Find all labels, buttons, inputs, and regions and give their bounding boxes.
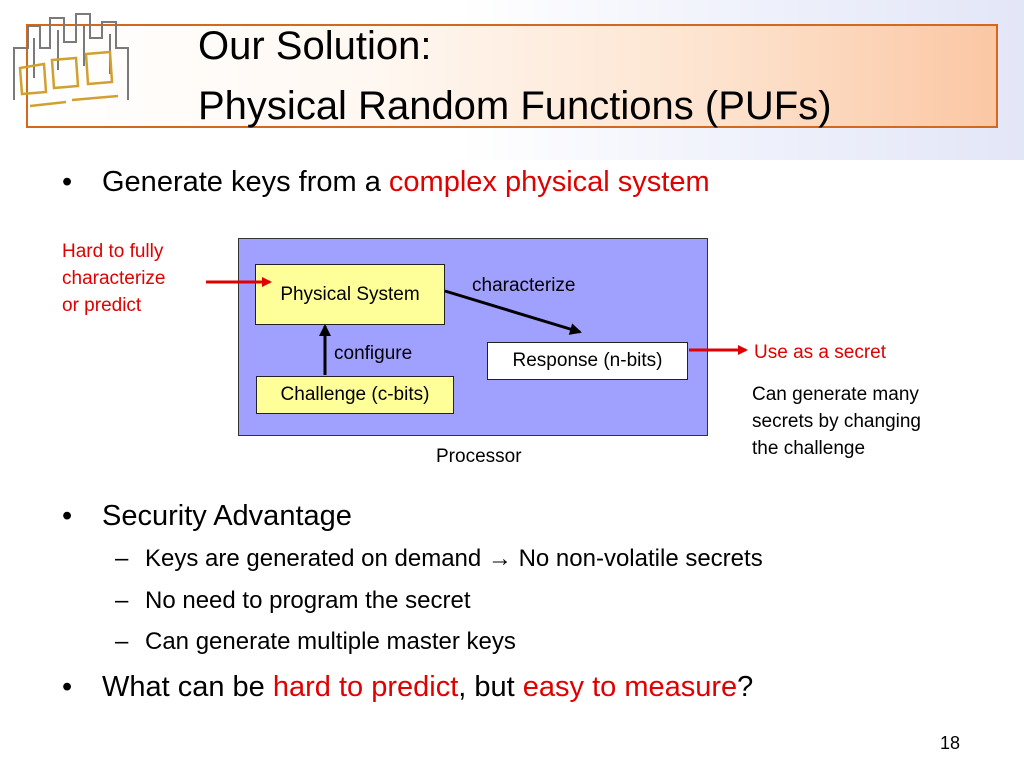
bullet-text: What can be [102,671,273,703]
note-line: or predict [62,295,142,316]
note-line: Hard to fully [62,241,164,262]
note-line: Can generate many [752,384,919,405]
use-as-secret-label: Use as a secret [754,342,886,363]
sub-text: No need to program the secret [145,587,471,614]
bullet-symbol: • [62,500,73,532]
sub-bullet-no-program: – No need to program the secret [115,587,471,615]
characterize-label: characterize [472,275,576,296]
response-box: Response (n-bits) [487,342,688,380]
bullet-text: , but [458,671,523,703]
processor-label: Processor [436,446,522,467]
many-secrets-note: Can generate many secrets by changing th… [752,381,921,462]
note-line: characterize [62,268,166,289]
right-arrow-icon: → [487,545,512,572]
challenge-box: Challenge (c-bits) [256,376,454,414]
city-logo-icon [13,13,129,108]
title-banner [26,24,998,128]
dash-symbol: – [115,587,129,614]
bullet-text: Security Advantage [102,500,352,532]
sub-bullet-on-demand: – Keys are generated on demand → No non-… [115,545,763,573]
bullet-question: • What can be hard to predict, but easy … [62,670,754,704]
page-number: 18 [940,733,961,753]
slide-title-line1: Our Solution: [198,24,432,68]
bullet-security-advantage: • Security Advantage [62,499,352,533]
bullet-generate-keys: • Generate keys from a complex physical … [62,165,710,199]
sub-text: Keys are generated on demand [145,545,488,572]
note-line: secrets by changing [752,411,921,432]
hard-to-predict-note: Hard to fully characterize or predict [62,238,166,319]
physical-system-box: Physical System [255,264,445,325]
bullet-highlight: hard to predict [272,671,459,703]
sub-text: Can generate multiple master keys [145,628,516,655]
bullet-text: Generate keys from a [102,166,389,198]
bullet-highlight: easy to measure [522,671,738,703]
configure-label: configure [334,343,413,364]
bullet-symbol: • [62,671,73,703]
sub-text: No non-volatile secrets [511,545,763,572]
bullet-highlight: complex physical system [388,166,710,198]
bullet-symbol: • [62,166,73,198]
dash-symbol: – [115,545,129,572]
note-line: the challenge [752,438,866,459]
slide-title-line2: Physical Random Functions (PUFs) [198,84,832,128]
characterize-arrow [444,289,582,335]
bullet-text: ? [737,671,754,703]
dash-symbol: – [115,628,129,655]
sub-bullet-master-keys: – Can generate multiple master keys [115,628,516,656]
